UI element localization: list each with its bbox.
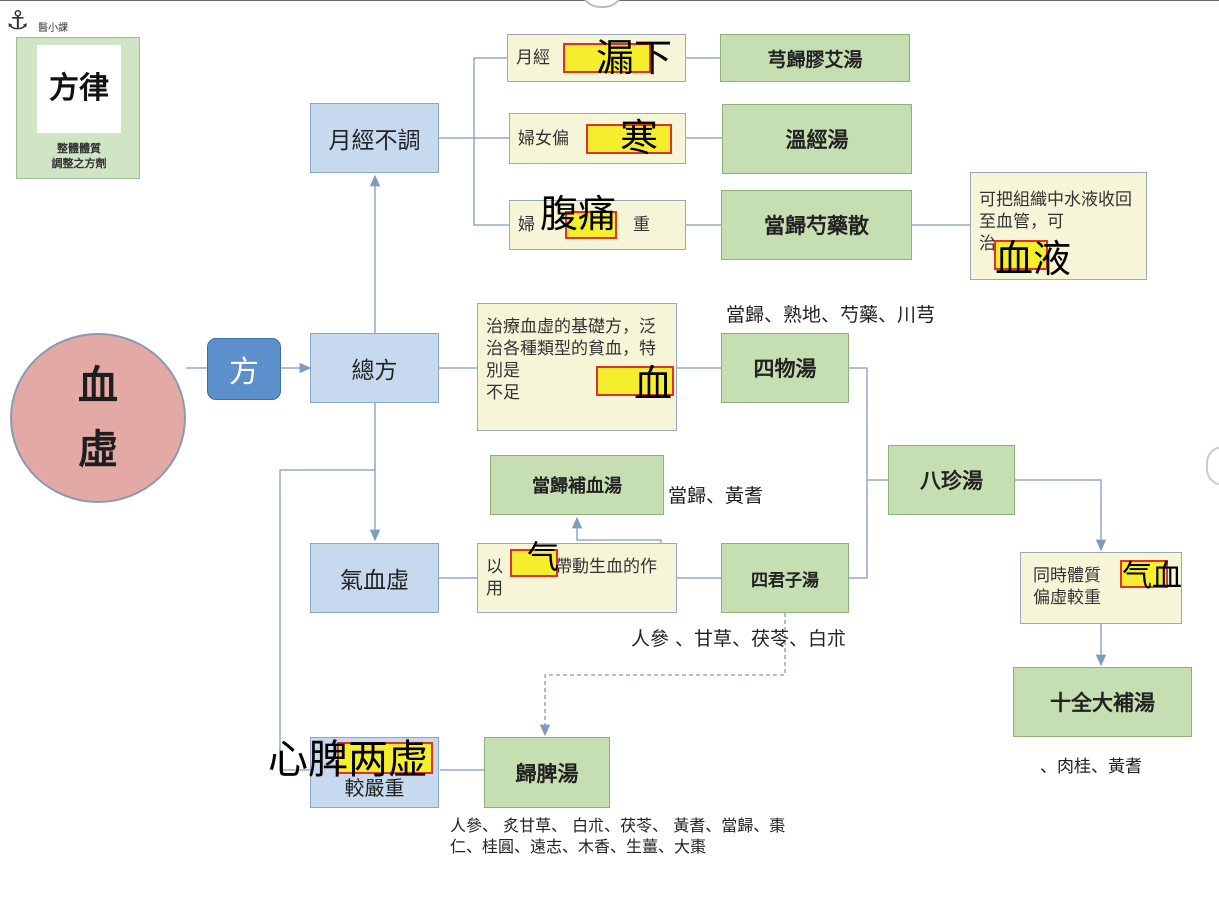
formula-danggui-buxue[interactable]: 當歸補血湯 bbox=[490, 455, 664, 515]
formula-siwu[interactable]: 四物湯 bbox=[721, 333, 849, 403]
cond-louxia-label: 月經 bbox=[516, 48, 550, 68]
formula-shiquan-dabu[interactable]: 十全大補湯 bbox=[1013, 667, 1192, 737]
overlay-qixue: 气血 bbox=[1122, 559, 1182, 594]
fang-node[interactable]: 方 bbox=[207, 338, 281, 400]
highlight-xinpi bbox=[337, 742, 433, 774]
highlight-xue bbox=[596, 366, 674, 396]
node-yuejing-butiao[interactable]: 月經不調 bbox=[310, 103, 439, 173]
ingredients-shiquan: 、肉桂、黃耆 bbox=[1040, 757, 1142, 777]
logo-calligraphy: 方律 bbox=[37, 45, 121, 133]
highlight-han bbox=[586, 124, 672, 154]
overlay-xueye: 血液 bbox=[995, 237, 1072, 281]
highlight-louxia bbox=[563, 43, 651, 73]
overlay-han: 寒 bbox=[620, 116, 659, 160]
desc-qi-b: 帶動生血的作用 bbox=[486, 557, 657, 599]
formula-bazhen[interactable]: 八珍湯 bbox=[888, 445, 1015, 515]
overlay-xue: 血 bbox=[634, 362, 673, 406]
cond-futong-label-a: 婦 bbox=[518, 215, 535, 235]
highlight-qi bbox=[510, 549, 558, 577]
desc-danggui-a: 可把組織中水液收回至血管，可 bbox=[979, 190, 1132, 232]
ingredients-danggui-buxue: 當歸、黃耆 bbox=[668, 485, 764, 507]
node-qixuexu[interactable]: 氣血虛 bbox=[310, 543, 439, 613]
overlay-qi: 气 bbox=[527, 538, 560, 576]
desc-danggui-b: 治 bbox=[979, 234, 996, 254]
overlay-futong: 腹痛 bbox=[540, 192, 617, 236]
desc-siwu-tail: 不足 bbox=[486, 383, 520, 403]
node-zongfang[interactable]: 總方 bbox=[310, 333, 439, 403]
highlight-futong bbox=[565, 211, 617, 239]
logo-caption: 整體體質 調整之方劑 bbox=[17, 141, 141, 171]
highlight-xueye bbox=[994, 240, 1048, 270]
desc-danggui-shaoyao: 可把組織中水液收回至血管，可治 bbox=[970, 172, 1147, 280]
formula-danggui-shaoyao[interactable]: 當歸芍藥散 bbox=[721, 190, 912, 260]
desc-siwu-text: 治療血虛的基礎方，泛治各種類型的貧血，特別是 bbox=[486, 317, 656, 381]
formula-guipi[interactable]: 歸脾湯 bbox=[484, 737, 610, 808]
desc-qi-a: 以 bbox=[486, 557, 503, 577]
desc-bazhen-a: 同時體質 bbox=[1033, 566, 1101, 586]
formula-wenjing[interactable]: 溫經湯 bbox=[722, 104, 912, 174]
ingredients-guipi: 人參、 炙甘草、 白朮、茯苓、 黃耆、當歸、棗仁、桂圓、遠志、木香、生薑、大棗 bbox=[450, 816, 786, 856]
formula-xionggui-jiaoai[interactable]: 芎歸膠艾湯 bbox=[720, 34, 910, 82]
logo-card: 方律 整體體質 調整之方劑 bbox=[16, 37, 140, 179]
root-label-1: 血 bbox=[78, 362, 118, 409]
formula-sijunzi[interactable]: 四君子湯 bbox=[721, 543, 849, 613]
logo-caption-line1: 整體體質 bbox=[57, 142, 101, 155]
brand-name: 醫小課 bbox=[38, 23, 68, 34]
ingredients-sijunzi: 人參 、甘草、茯苓、白朮 bbox=[631, 628, 847, 650]
ingredients-siwu: 當歸、熟地、芍藥、川芎 bbox=[726, 304, 936, 326]
overlay-louxia: 漏下 bbox=[596, 36, 673, 80]
cond-futong-label-b: 重 bbox=[633, 215, 650, 235]
root-label-2: 虛 bbox=[78, 426, 118, 473]
root-node-xuexu[interactable]: 血 虛 bbox=[10, 333, 186, 503]
desc-qi: 以帶動生血的作用 bbox=[477, 543, 677, 613]
anchor-icon: ⚓ bbox=[6, 6, 30, 36]
overlay-xinpi: 心脾两虚 bbox=[268, 737, 428, 783]
highlight-qixue bbox=[1120, 560, 1168, 588]
cond-han-label: 婦女偏 bbox=[518, 129, 569, 149]
desc-bazhen-b: 偏虛較重 bbox=[1033, 588, 1101, 608]
logo-caption-line2: 調整之方劑 bbox=[51, 157, 107, 170]
